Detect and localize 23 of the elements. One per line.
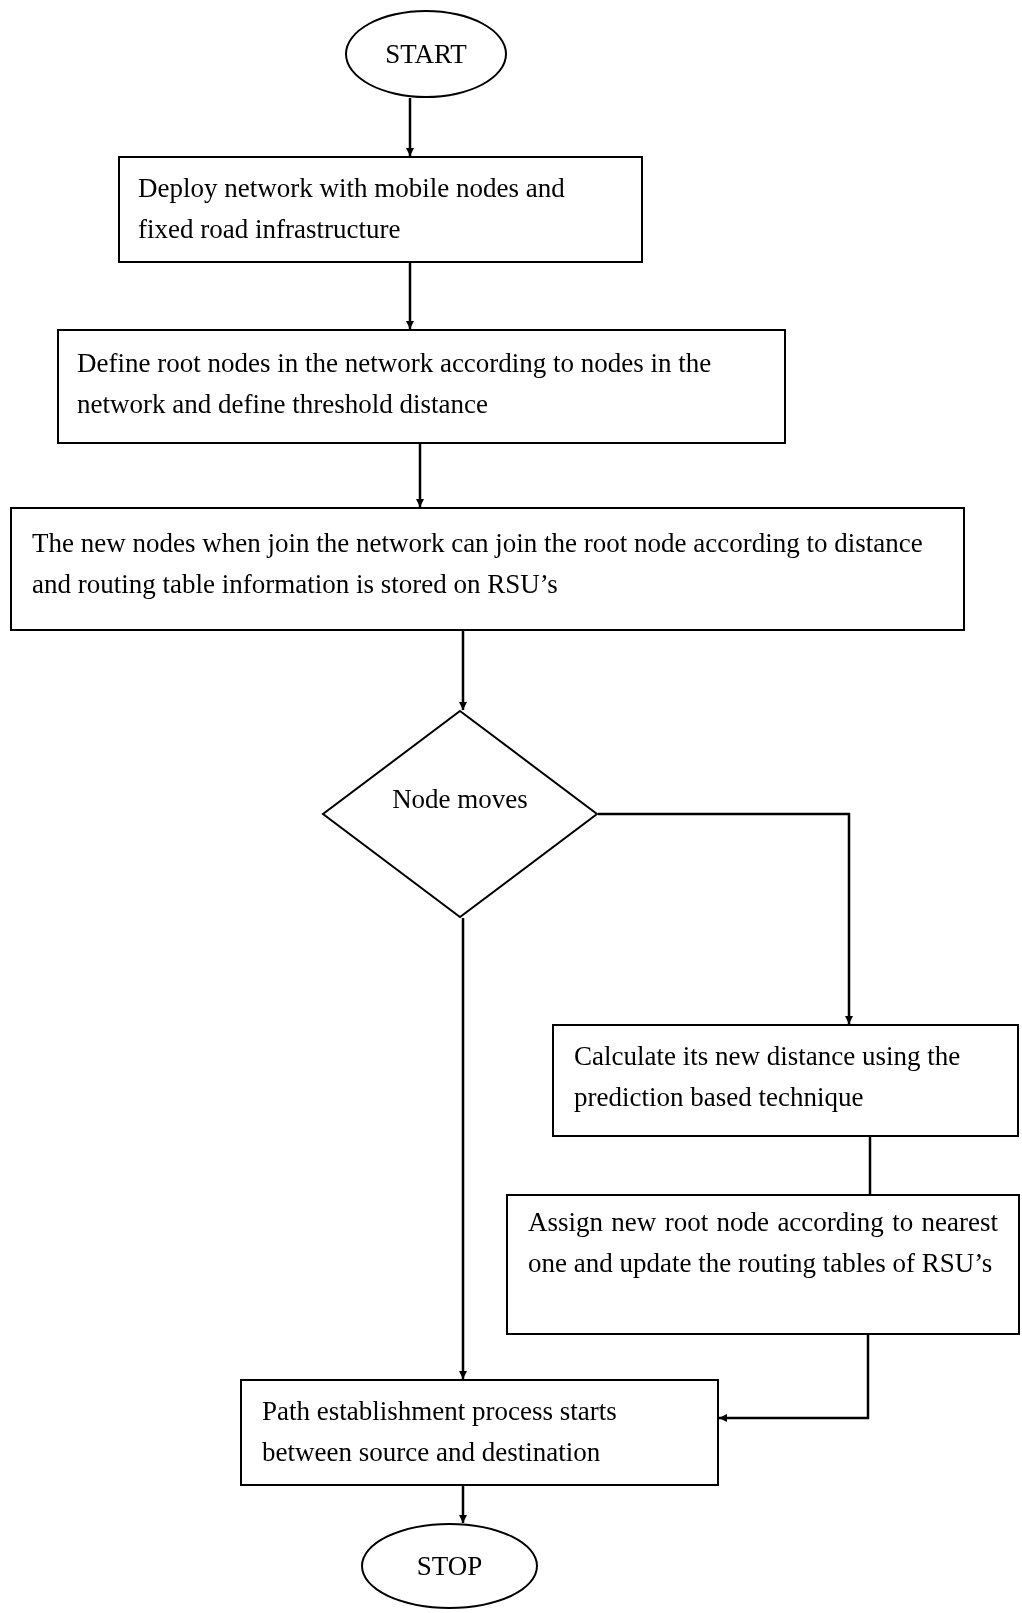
- process-box: [118, 156, 643, 263]
- process-box: [57, 329, 786, 444]
- arrow: [598, 812, 853, 1024]
- arrow: [459, 1486, 467, 1523]
- node-text: Deploy network with mobile nodes and fixed road infrastructure: [138, 172, 566, 246]
- arrow: [416, 444, 424, 507]
- arrow: [406, 98, 414, 156]
- process-box: [240, 1379, 719, 1486]
- arrow: [719, 1335, 870, 1422]
- node-text: The new nodes when join the network can join the root node according to distance and routing table information is stored on RSU’s: [32, 527, 924, 601]
- node-text: Path establishment process starts between source and destination: [262, 1395, 618, 1469]
- node-text: START: [384, 37, 468, 71]
- node-text: Node moves: [392, 782, 528, 816]
- node-text: Define root nodes in the network according to nodes in the network and define threshold distance: [77, 347, 713, 421]
- node-text: STOP: [415, 1549, 484, 1583]
- arrow: [459, 631, 467, 710]
- node-text: Assign new root node according to nearest one and update the routing tables of RSU’s: [528, 1206, 998, 1280]
- arrow: [459, 918, 467, 1379]
- arrow: [406, 263, 414, 329]
- node-text: Calculate its new distance using the prediction based technique: [574, 1040, 962, 1114]
- process-box: [552, 1024, 1019, 1137]
- process-box: [506, 1194, 1020, 1335]
- process-box: [10, 507, 965, 631]
